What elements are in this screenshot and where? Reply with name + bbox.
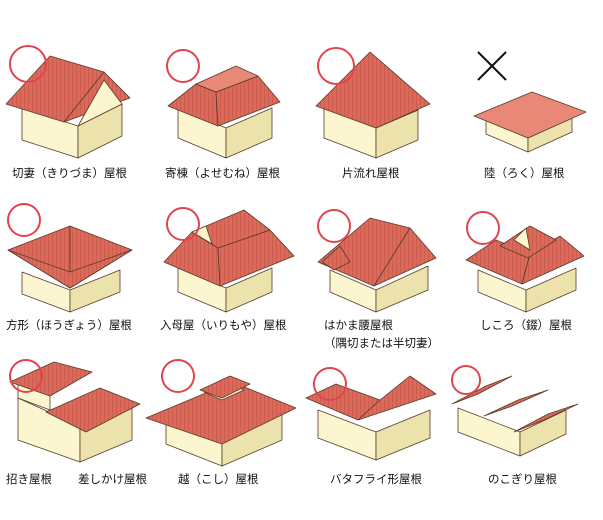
sawtooth-roof-illustration (451, 375, 579, 457)
gable-roof-illustration (5, 55, 131, 159)
hip-and-gable-roof-illustration (163, 209, 295, 313)
clerestory-roof-illustration (145, 375, 297, 467)
mark-2 (166, 49, 200, 83)
label-inviting-roof: 招き屋根 (6, 472, 52, 486)
mark-5 (7, 203, 41, 237)
label-gable-roof: 切妻（きりづま）屋根 (12, 166, 127, 180)
mark-9 (9, 359, 43, 393)
label-shikoro-roof: しころ（錣）屋根 (480, 318, 572, 332)
mark-11 (313, 367, 347, 401)
jerkinhead-roof-illustration (317, 217, 437, 313)
mark-12 (451, 365, 481, 395)
label-lean-to-roof: 差しかけ屋根 (78, 472, 147, 486)
hip-roof-illustration (167, 65, 281, 159)
flat-roof-illustration (473, 91, 587, 153)
mark-10 (161, 359, 195, 393)
label-hip-and-gable-roof: 入母屋（いりもや）屋根 (160, 318, 287, 332)
label-jerkinhead-roof-note: （隅切または半切妻） (324, 336, 439, 350)
mark-7 (317, 209, 351, 243)
label-pyramid-roof: 方形（ほうぎょう）屋根 (6, 318, 132, 332)
mark-6 (166, 207, 200, 241)
label-hip-roof: 寄棟（よせむね）屋根 (165, 166, 280, 180)
mark-4 (477, 51, 507, 81)
label-sawtooth-roof: のこぎり屋根 (488, 472, 557, 486)
mark-8 (466, 211, 500, 245)
label-flat-roof: 陸（ろく）屋根 (484, 166, 565, 180)
label-shed-roof: 片流れ屋根 (342, 166, 400, 180)
label-butterfly-roof: バタフライ形屋根 (330, 472, 422, 486)
label-jerkinhead-roof: はかま腰屋根 (324, 318, 393, 332)
shikoro-roof-illustration (465, 225, 585, 313)
mark-1 (9, 45, 47, 83)
pyramid-roof-illustration (7, 225, 133, 313)
lean-to-roof-illustration (9, 361, 141, 463)
shed-roof-illustration (315, 51, 431, 159)
butterfly-roof-illustration (305, 375, 437, 461)
mark-3 (317, 47, 355, 85)
label-clerestory-roof: 越（こし）屋根 (178, 472, 259, 486)
